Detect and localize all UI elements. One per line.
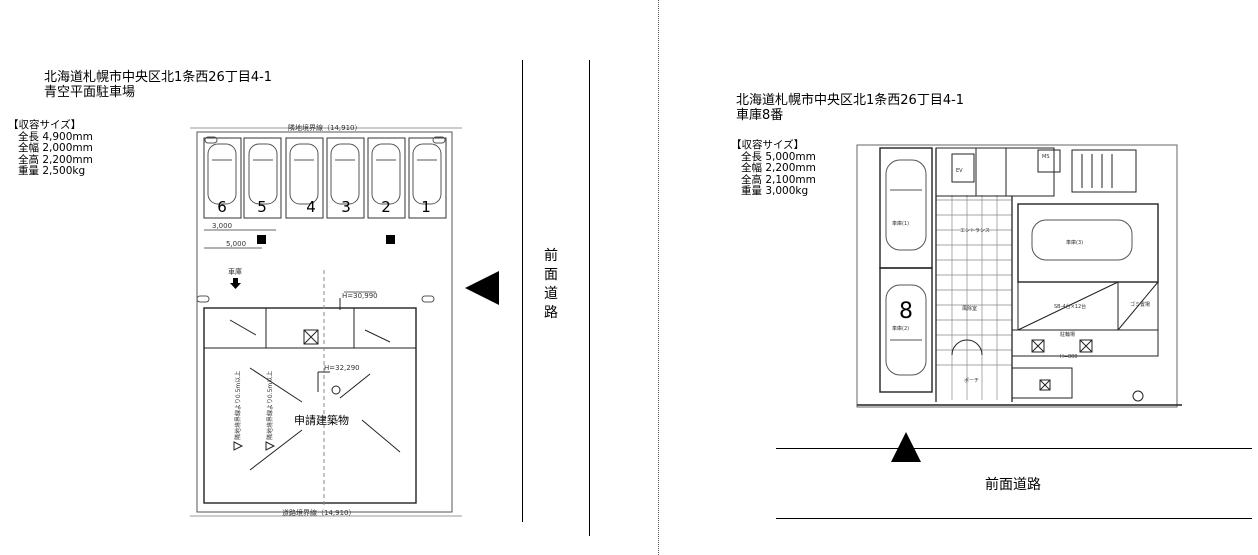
vertical-note-2: 隣地境界線より0.5m以上 bbox=[266, 371, 274, 440]
height-mark-1: H=30,990 bbox=[342, 292, 378, 300]
right-size-heading: 【収容サイズ】 bbox=[731, 139, 805, 151]
slot-5: 5 bbox=[257, 198, 267, 216]
marker-right bbox=[386, 235, 395, 244]
road-edge-right bbox=[589, 60, 590, 536]
slot-6: 6 bbox=[217, 198, 227, 216]
left-size-spec: 【収容サイズ】 全長 4,900mm 全幅 2,000mm 全高 2,200mm… bbox=[8, 119, 93, 178]
left-spec-height: 全高 2,200mm bbox=[18, 153, 93, 166]
bike-label: 駐輪場 bbox=[1060, 331, 1075, 338]
right-spec-width: 全幅 2,200mm bbox=[741, 162, 816, 174]
bike-count-label: SB-4台×12台 bbox=[1054, 303, 1086, 310]
left-address: 北海道札幌市中央区北1条西26丁目4-1 bbox=[44, 70, 273, 85]
building-label: 申請建築物 bbox=[294, 413, 349, 427]
garage-1-label: 車庫(1) bbox=[892, 220, 909, 227]
entry-label: 車庫 bbox=[228, 267, 242, 276]
garage-3-label: 車庫(3) bbox=[1066, 239, 1083, 246]
height-label: H=800 bbox=[1060, 354, 1078, 360]
ev-label: EV bbox=[956, 168, 963, 174]
left-spec-weight: 重量 2,500kg bbox=[18, 165, 86, 177]
right-address: 北海道札幌市中央区北1条西26丁目4-1 bbox=[736, 93, 965, 108]
dim-5000: 5,000 bbox=[226, 240, 246, 248]
left-address-block: 北海道札幌市中央区北1条西26丁目4-1 青空平面駐車場 bbox=[44, 70, 272, 100]
road-char-3: 道 bbox=[544, 286, 558, 302]
left-size-heading: 【収容サイズ】 bbox=[8, 119, 82, 131]
entrance-label: エントランス bbox=[960, 228, 990, 234]
height-mark-2: H=32,290 bbox=[324, 364, 360, 372]
bay-number: 8 bbox=[899, 299, 913, 324]
hall-label: 風除室 bbox=[962, 305, 977, 312]
left-facility-name: 青空平面駐車場 bbox=[44, 85, 136, 100]
slot-4: 4 bbox=[306, 198, 316, 216]
right-facility-name: 車庫8番 bbox=[736, 108, 784, 123]
garage-2-label: 車庫(2) bbox=[892, 325, 909, 332]
right-spec-length: 全長 5,000mm bbox=[741, 150, 816, 163]
porch-label: ポーチ bbox=[964, 377, 979, 384]
left-spec-width: 全幅 2,000mm bbox=[18, 142, 93, 154]
left-road-label: 前 面 道 路 bbox=[543, 247, 559, 323]
compass-icon bbox=[331, 385, 341, 395]
vertical-note-1: 隣地境界線より0.5m以上 bbox=[234, 371, 242, 440]
road-char-2: 面 bbox=[544, 267, 558, 283]
slot-1: 1 bbox=[421, 198, 431, 216]
road-char-1: 前 bbox=[544, 248, 558, 264]
ms-label: MS bbox=[1042, 154, 1050, 160]
slot-2: 2 bbox=[381, 198, 391, 216]
right-floor-plan: 8 車庫(1) 車庫(2) 車庫(3) エントランス 風除室 駐輪場 ポーチ ゴ… bbox=[856, 144, 1182, 408]
page-divider bbox=[658, 0, 659, 555]
right-spec-weight: 重量 3,000kg bbox=[741, 185, 809, 197]
marker-left bbox=[257, 235, 266, 244]
road-edge-bottom bbox=[776, 518, 1252, 519]
right-address-block: 北海道札幌市中央区北1条西26丁目4-1 車庫8番 bbox=[736, 93, 964, 123]
road-edge-top bbox=[776, 448, 1252, 449]
top-boundary-dim: 隣地境界線（14,910） bbox=[288, 123, 362, 132]
left-site-plan: 6 5 4 3 2 1 隣地境界線（14,910） 道路境界線（14,910） … bbox=[190, 123, 462, 517]
up-arrow-icon bbox=[891, 432, 921, 462]
parking-slots bbox=[203, 137, 447, 219]
right-road-label: 前面道路 bbox=[985, 477, 1041, 493]
down-arrow-icon bbox=[230, 278, 241, 289]
left-arrow-icon bbox=[465, 271, 499, 305]
bottom-boundary-dim: 道路境界線（14,910） bbox=[282, 508, 356, 517]
road-edge-left bbox=[522, 60, 523, 522]
right-size-spec: 【収容サイズ】 全長 5,000mm 全幅 2,200mm 全高 2,100mm… bbox=[731, 139, 816, 198]
dim-3000: 3,000 bbox=[212, 222, 232, 230]
right-spec-height: 全高 2,100mm bbox=[741, 173, 816, 186]
gomi-label: ゴミ置場 bbox=[1130, 301, 1150, 308]
slot-3: 3 bbox=[341, 198, 351, 216]
left-spec-length: 全長 4,900mm bbox=[18, 130, 93, 143]
road-char-4: 路 bbox=[544, 305, 558, 321]
